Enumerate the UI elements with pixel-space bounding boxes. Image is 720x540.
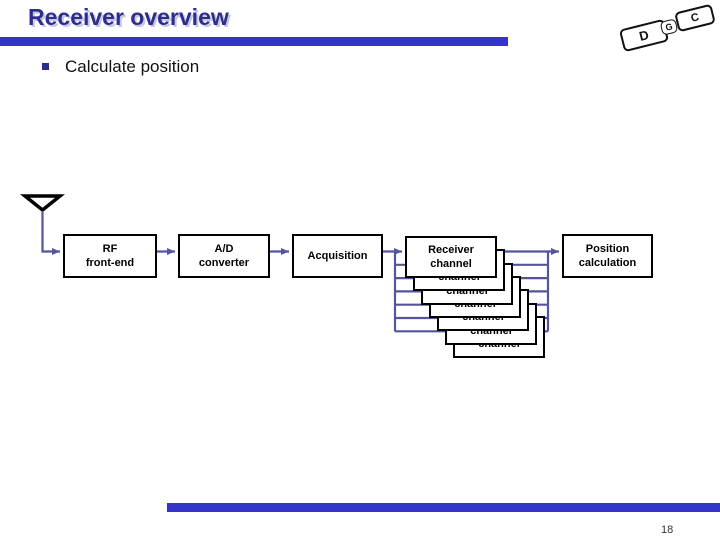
block-ad-converter: A/D converter xyxy=(178,234,270,278)
block-label: Acquisition xyxy=(307,250,368,262)
bullet-text: Calculate position xyxy=(65,57,200,76)
title-underline-bar xyxy=(0,37,508,46)
block-receiver-channel-front: Receiver channel xyxy=(405,236,497,278)
antenna-icon xyxy=(20,194,65,213)
block-label: RF xyxy=(102,243,118,255)
block-label: calculation xyxy=(578,257,637,269)
block-label: converter xyxy=(198,257,250,269)
footer-accent-bar xyxy=(167,503,720,512)
page-title: Receiver overview xyxy=(28,4,229,30)
block-label: Position xyxy=(585,243,630,255)
page-number: 18 xyxy=(661,524,674,536)
block-rf-front-end: RF front-end xyxy=(63,234,157,278)
bullet-marker xyxy=(42,63,49,70)
block-label: front-end xyxy=(85,257,135,269)
block-label: A/D xyxy=(214,243,234,255)
block-position-calculation: Position calculation xyxy=(562,234,653,278)
block-acquisition: Acquisition xyxy=(292,234,383,278)
